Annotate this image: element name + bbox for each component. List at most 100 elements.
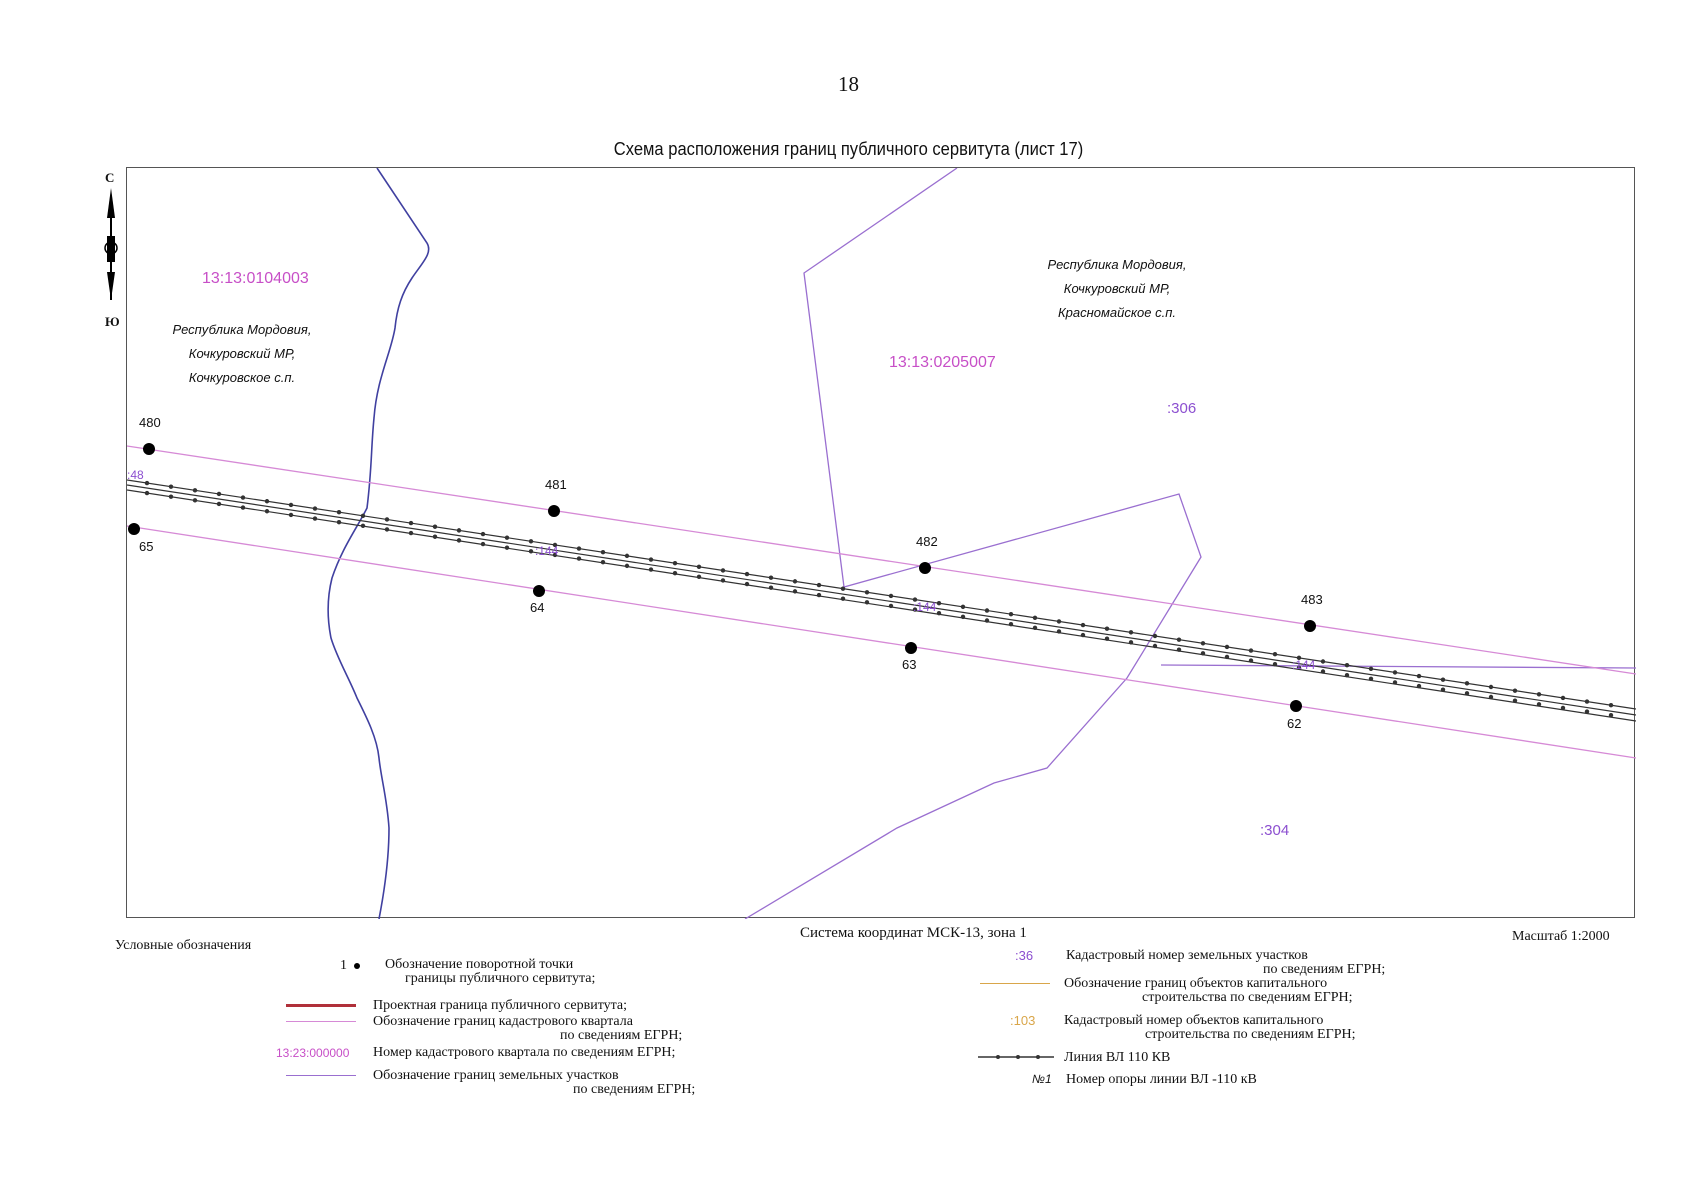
power-line-pole-marker <box>144 490 150 496</box>
legend-capital-boundary-icon <box>980 983 1050 984</box>
power-line-pole-marker <box>504 535 510 540</box>
legend-pole-number-text: Номер опоры линии ВЛ -110 кВ <box>1066 1072 1257 1087</box>
power-line-pole-marker <box>168 494 174 499</box>
power-line-pole-marker <box>1080 622 1086 628</box>
power-line-pole-marker <box>1344 672 1350 678</box>
power-line-pole-marker <box>720 568 726 573</box>
power-line-pole-marker <box>1488 694 1494 700</box>
power-line-pole-marker <box>936 611 942 616</box>
power-line-pole-marker <box>408 530 414 536</box>
power-line-pole-marker <box>1200 641 1206 646</box>
parcel-boundary-306 <box>744 168 1202 919</box>
turn-point-63 <box>905 642 917 654</box>
power-line-pole-marker <box>888 603 894 609</box>
power-line-pole-marker <box>312 516 318 521</box>
map-canvas <box>127 168 1636 919</box>
power-line-pole-marker <box>528 539 534 544</box>
power-line-pole-marker <box>432 524 438 529</box>
power-line-pole-marker <box>1584 699 1590 704</box>
turn-point-65 <box>128 523 140 535</box>
power-line-pole-marker <box>1416 673 1422 679</box>
power-line-pole-marker <box>1272 662 1278 667</box>
power-line-pole-marker <box>504 545 510 550</box>
river-line <box>327 168 430 919</box>
region-label-east: Республика Мордовия, Кочкуровский МР, Кр… <box>1032 253 1202 325</box>
power-line-pole-marker <box>1296 655 1302 661</box>
power-line-pole-marker <box>648 557 654 562</box>
legend-quarter-number-text: Номер кадастрового квартала по сведениям… <box>373 1045 676 1060</box>
power-line-pole-marker <box>888 593 894 599</box>
power-line-pole-marker <box>1368 676 1374 681</box>
parcel-label-144: :144 <box>1292 658 1316 672</box>
power-line-pole-marker <box>456 538 462 543</box>
point-label-62: 62 <box>1287 716 1302 731</box>
point-label-65: 65 <box>139 539 154 554</box>
power-line-pole-marker <box>1128 630 1134 635</box>
power-line-pole-marker <box>816 592 822 598</box>
power-line-pole-marker <box>864 600 870 605</box>
servitude-boundary-south <box>127 525 1636 759</box>
power-line-pole-marker <box>624 563 630 569</box>
power-line-pole-marker <box>1320 669 1326 674</box>
power-line-pole-marker <box>288 502 294 508</box>
region-line: Кочкуровское с.п. <box>188 370 296 385</box>
region-label-west: Республика Мордовия, Кочкуровский МР, Ко… <box>157 318 327 390</box>
power-line-pole-marker <box>1536 702 1542 707</box>
power-line-pole-marker <box>456 528 462 533</box>
power-line-pole-marker <box>1560 695 1566 701</box>
power-line-pole-marker <box>600 560 606 565</box>
power-line-pole-marker <box>984 618 990 623</box>
power-line-pole-marker <box>480 531 486 537</box>
power-line-pole-marker <box>744 581 750 587</box>
power-line-pole-marker <box>336 519 342 525</box>
power-line-pole-marker <box>672 570 678 576</box>
parcel-label-304: :304 <box>1260 822 1290 839</box>
power-line-pole-marker <box>264 509 270 514</box>
power-line-pole-marker <box>1008 611 1014 617</box>
compass-north-letter: С <box>105 170 115 185</box>
power-line-pole-marker <box>216 501 222 507</box>
power-line-pole-marker <box>648 567 654 572</box>
compass-south-letter: Ю <box>105 314 120 329</box>
power-line-pole-marker <box>1584 709 1590 714</box>
power-line-pole-marker <box>1200 651 1206 656</box>
power-line-pole-marker <box>1608 703 1614 708</box>
turn-point-64 <box>533 585 545 597</box>
power-line-pole-marker <box>1128 640 1134 645</box>
power-line-pole-marker <box>1512 688 1518 693</box>
power-line-pole-marker <box>1224 654 1230 660</box>
region-line: Республика Мордовия, <box>1047 257 1187 272</box>
power-line-pole-marker <box>1320 659 1326 664</box>
power-line-pole-marker <box>768 575 774 580</box>
power-line-pole-marker <box>840 596 846 601</box>
power-line-pole-marker <box>960 604 966 610</box>
parcel-label-48: :48 <box>127 468 144 482</box>
power-line-pole-marker <box>696 564 702 570</box>
parcel-label-144: :144 <box>913 600 937 614</box>
legend-turn-point-line2: границы публичного сервитута; <box>405 971 596 986</box>
quarter-label-13-13-0205007: 13:13:0205007 <box>889 354 996 371</box>
power-line-pole-marker <box>816 582 822 588</box>
power-line-pole-marker <box>1224 644 1230 650</box>
power-line-pole-marker <box>552 542 558 548</box>
power-line-pole-marker <box>1608 713 1614 718</box>
power-line-pole-marker <box>1344 662 1350 668</box>
legend-quarter-boundary-line2: по сведениям ЕГРН; <box>560 1028 683 1043</box>
turn-point-62 <box>1290 700 1302 712</box>
region-line: Кочкуровский МР, <box>1063 281 1171 296</box>
legend-turn-point-line1: Обозначение поворотной точки <box>385 957 574 972</box>
power-line-pole-marker <box>1248 648 1254 653</box>
power-line-pole-marker <box>360 513 366 519</box>
parcel-label-306: :306 <box>1167 400 1197 417</box>
legend-servitude-text: Проектная граница публичного сервитута; <box>373 998 628 1013</box>
power-line-pole-marker <box>1464 681 1470 686</box>
legend-quarter-number-symbol: 13:23:000000 <box>276 1046 350 1060</box>
power-line-pole-marker <box>912 597 918 602</box>
power-line-pole-marker <box>480 541 486 547</box>
turn-point-icon <box>353 962 360 969</box>
point-label-63: 63 <box>902 657 917 672</box>
point-label-481: 481 <box>545 477 567 492</box>
power-line-pole-marker <box>1416 683 1422 689</box>
power-line-pole-marker <box>528 549 534 554</box>
power-line-pole-marker <box>744 571 750 577</box>
